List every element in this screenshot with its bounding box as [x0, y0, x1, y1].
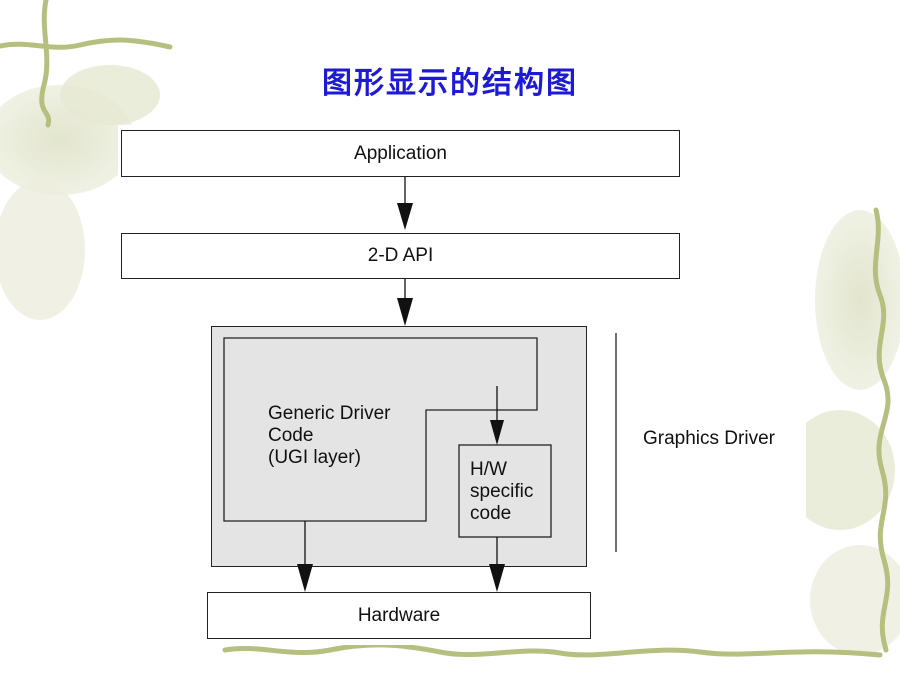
hw-specific-text: H/W specific code — [470, 459, 533, 525]
api-box: 2-D API — [121, 233, 680, 279]
arrow-generic-to-hw — [490, 420, 504, 445]
hw-specific-box — [458, 444, 552, 538]
arrow-generic-to-hardware — [297, 564, 313, 592]
graphics-driver-region — [211, 326, 587, 567]
generic-driver-text: Generic Driver Code (UGI layer) — [268, 403, 390, 469]
generic-driver-outline — [223, 337, 538, 522]
arrow-app-to-api — [397, 203, 413, 230]
application-box: Application — [121, 130, 680, 177]
hw-line2: specific — [470, 481, 534, 502]
graphics-driver-label: Graphics Driver — [643, 428, 775, 449]
hw-line1: H/W — [470, 459, 507, 480]
hardware-box: Hardware — [207, 592, 591, 639]
hw-line3: code — [470, 503, 512, 524]
generic-driver-line1: Generic Driver — [268, 403, 391, 424]
generic-driver-line2: Code — [268, 425, 314, 446]
arrow-api-to-driver — [397, 298, 413, 326]
generic-driver-line3: (UGI layer) — [268, 447, 361, 468]
arrow-hw-to-hardware — [489, 564, 505, 592]
page-title: 图形显示的结构图 — [322, 66, 578, 101]
